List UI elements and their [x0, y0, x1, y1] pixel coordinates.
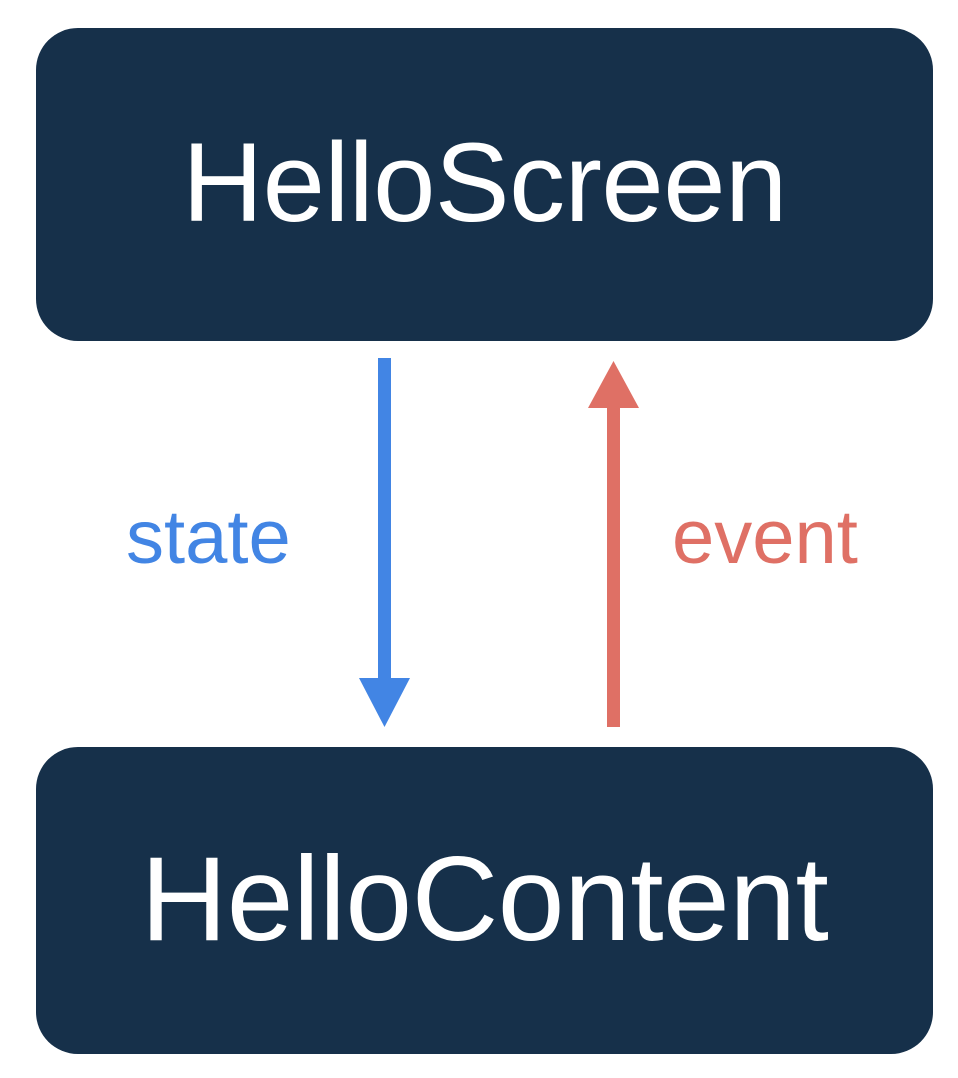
node-hello-content[interactable]: HelloContent — [36, 747, 933, 1054]
node-hello-content-label: HelloContent — [140, 831, 829, 966]
state-arrow-head — [359, 678, 410, 727]
event-arrow-shaft — [607, 404, 620, 727]
edge-label-event: event — [672, 495, 858, 580]
edge-label-state: state — [126, 495, 291, 580]
up-arrow-icon — [588, 361, 639, 727]
down-arrow-icon — [359, 358, 410, 727]
node-hello-screen[interactable]: HelloScreen — [36, 28, 933, 341]
node-hello-screen-label: HelloScreen — [182, 119, 787, 245]
state-arrow-shaft — [378, 358, 391, 680]
event-arrow-head — [588, 361, 639, 408]
